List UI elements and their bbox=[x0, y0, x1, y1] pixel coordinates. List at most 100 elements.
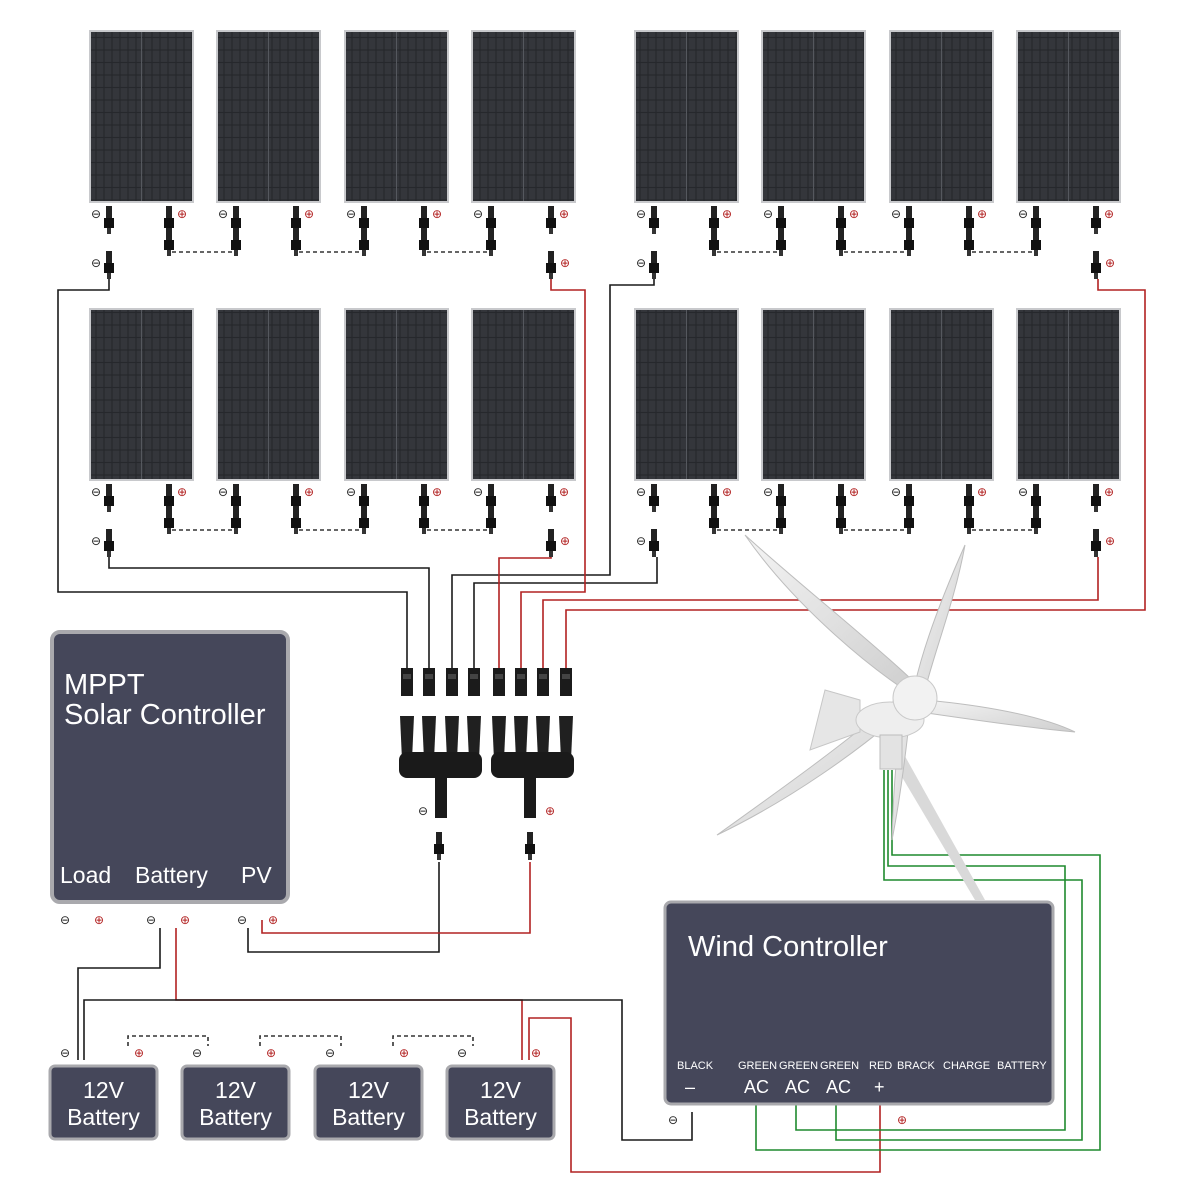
mc4-connector-layer bbox=[104, 206, 1101, 860]
positive-symbol: ⊕ bbox=[134, 1046, 144, 1060]
string-3-negative-wire bbox=[108, 557, 430, 668]
panel-negative-lead bbox=[104, 206, 114, 234]
mppt-terminal-load: Load bbox=[60, 862, 111, 888]
positive-symbol: ⊕ bbox=[531, 1046, 541, 1060]
string-1-positive-wire bbox=[520, 279, 586, 668]
solar-panel bbox=[89, 30, 194, 203]
mppt-title-line2: Solar Controller bbox=[64, 699, 266, 731]
negative-branch-connector bbox=[399, 668, 482, 818]
negative-symbol: ⊖ bbox=[763, 207, 773, 221]
positive-symbol: ⊕ bbox=[1105, 256, 1115, 270]
combined-positive-lead bbox=[525, 832, 535, 860]
series-link bbox=[295, 512, 365, 531]
string-negative-end bbox=[104, 529, 114, 557]
wind-value-positive: + bbox=[874, 1077, 885, 1097]
mppt-title-line1: MPPT bbox=[64, 669, 145, 701]
series-link bbox=[713, 234, 782, 253]
mc4-connector bbox=[709, 228, 719, 256]
string-positive-end bbox=[1091, 529, 1101, 557]
battery-4-voltage: 12V bbox=[480, 1077, 522, 1103]
negative-symbol: ⊖ bbox=[891, 207, 901, 221]
solar-panel bbox=[344, 308, 449, 481]
negative-symbol: ⊖ bbox=[668, 1113, 678, 1127]
string-3-positive-wire bbox=[498, 557, 552, 668]
mc4-connector bbox=[359, 506, 369, 534]
negative-symbol: ⊖ bbox=[146, 913, 156, 927]
wind-label-battery: BATTERY bbox=[997, 1060, 1047, 1072]
positive-symbol: ⊕ bbox=[304, 207, 314, 221]
series-link bbox=[840, 512, 910, 531]
battery-1: 12V Battery bbox=[48, 1064, 159, 1141]
ac-wire-3 bbox=[795, 770, 1066, 1131]
positive-symbol: ⊕ bbox=[722, 207, 732, 221]
mppt-terminal-pv: PV bbox=[241, 862, 272, 888]
mc4-connector bbox=[164, 506, 174, 534]
wind-label-green-3: GREEN bbox=[820, 1060, 859, 1072]
string-negative-end bbox=[649, 529, 659, 557]
negative-symbol: ⊖ bbox=[346, 207, 356, 221]
solar-panel bbox=[761, 30, 866, 203]
negative-symbol: ⊖ bbox=[636, 256, 646, 270]
negative-symbol: ⊖ bbox=[457, 1046, 467, 1060]
wind-value-ac-1: AC bbox=[744, 1077, 769, 1097]
wind-label-green-1: GREEN bbox=[738, 1060, 777, 1072]
mc4-connector bbox=[231, 228, 241, 256]
mppt-solar-controller: MPPT Solar Controller Load Battery PV bbox=[50, 630, 290, 904]
negative-symbol: ⊖ bbox=[325, 1046, 335, 1060]
negative-symbol: ⊖ bbox=[192, 1046, 202, 1060]
panel-positive-lead bbox=[546, 206, 556, 234]
mc4-connector bbox=[904, 228, 914, 256]
string-positive-end bbox=[1091, 251, 1101, 279]
positive-symbol: ⊕ bbox=[268, 913, 278, 927]
negative-symbol: ⊖ bbox=[237, 913, 247, 927]
wind-controller: Wind Controller BLACK GREEN GREEN GREEN … bbox=[663, 900, 1055, 1106]
string-2-positive-wire bbox=[565, 279, 1146, 668]
positive-symbol: ⊕ bbox=[399, 1046, 409, 1060]
solar-panel bbox=[344, 30, 449, 203]
solar-panel bbox=[634, 308, 739, 481]
mc4-connector bbox=[1031, 506, 1041, 534]
positive-symbol: ⊕ bbox=[432, 485, 442, 499]
wind-value-ac-2: AC bbox=[785, 1077, 810, 1097]
battery-3-label: Battery bbox=[332, 1104, 405, 1130]
battery-1-label: Battery bbox=[67, 1104, 140, 1130]
panel-negative-lead bbox=[104, 484, 114, 512]
mc4-connector bbox=[291, 506, 301, 534]
positive-symbol: ⊕ bbox=[180, 913, 190, 927]
mc4-connector bbox=[904, 506, 914, 534]
battery-3: 12V Battery bbox=[313, 1064, 424, 1141]
positive-symbol: ⊕ bbox=[304, 485, 314, 499]
mc4-connector bbox=[836, 506, 846, 534]
polarity-symbols: ⊖⊕⊖⊕⊖⊕⊖⊕⊖⊕⊖⊕⊖⊕⊖⊕⊖⊖⊕⊕⊖⊕⊖⊕⊖⊕⊖⊕⊖⊕⊖⊕⊖⊕⊖⊕⊖⊖⊕⊕… bbox=[60, 207, 1115, 1127]
positive-symbol: ⊕ bbox=[177, 485, 187, 499]
negative-symbol: ⊖ bbox=[60, 1046, 70, 1060]
string-4-negative-wire bbox=[473, 557, 658, 668]
negative-symbol: ⊖ bbox=[218, 485, 228, 499]
positive-symbol: ⊕ bbox=[94, 913, 104, 927]
positive-symbol: ⊕ bbox=[560, 256, 570, 270]
string-positive-end bbox=[546, 529, 556, 557]
negative-symbol: ⊖ bbox=[91, 207, 101, 221]
mc4-connector bbox=[419, 228, 429, 256]
wind-controller-title: Wind Controller bbox=[688, 931, 888, 963]
positive-symbol: ⊕ bbox=[722, 485, 732, 499]
mc4-connector bbox=[776, 506, 786, 534]
solar-panel bbox=[216, 30, 321, 203]
solar-panel bbox=[471, 30, 576, 203]
solar-panel bbox=[889, 30, 994, 203]
wire-layer bbox=[57, 234, 1146, 1173]
mc4-connector bbox=[964, 506, 974, 534]
string-1-negative-wire bbox=[57, 279, 408, 668]
mc4-connector bbox=[836, 228, 846, 256]
mc4-connector bbox=[419, 506, 429, 534]
battery-1-voltage: 12V bbox=[83, 1077, 125, 1103]
wind-turbine bbox=[716, 534, 1076, 900]
negative-symbol: ⊖ bbox=[91, 534, 101, 548]
negative-symbol: ⊖ bbox=[60, 913, 70, 927]
battery-bank: 12V Battery 12V Battery 12V Battery 12V … bbox=[48, 1064, 556, 1141]
panel-negative-lead bbox=[649, 484, 659, 512]
positive-branch-connector bbox=[491, 668, 574, 818]
negative-symbol: ⊖ bbox=[91, 256, 101, 270]
series-link bbox=[168, 512, 237, 531]
